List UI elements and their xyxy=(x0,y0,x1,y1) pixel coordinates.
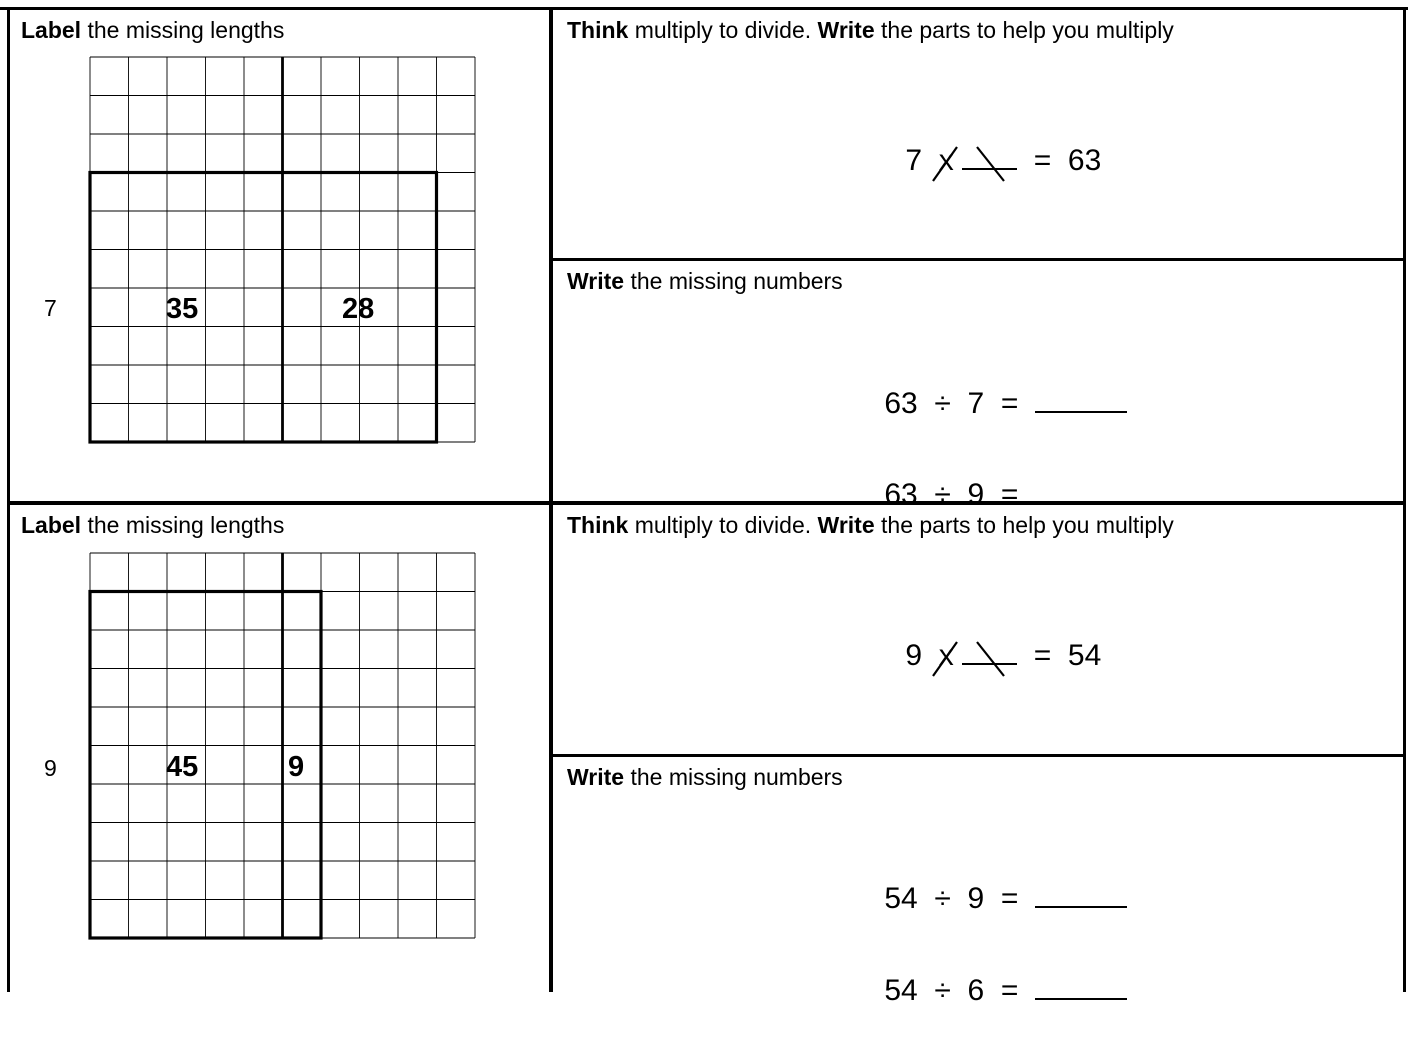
divide-sign: ÷ xyxy=(934,974,951,1007)
instruction-keyword: Write xyxy=(817,17,875,43)
divide-sign: ÷ xyxy=(934,478,951,511)
instruction-keyword: Label xyxy=(21,512,82,538)
area-model-grid: 45 9 xyxy=(88,552,476,940)
equals-sign: = xyxy=(1000,882,1019,915)
worksheet: Label the missing lengths 7 35 28 Think … xyxy=(0,7,1408,1007)
multiplication-equation: 9 x = 54 xyxy=(872,602,1101,710)
area-rectangle xyxy=(88,170,439,444)
divisor: 9 xyxy=(967,882,985,915)
divide-sign: ÷ xyxy=(934,387,951,420)
grid-marks xyxy=(88,553,323,940)
row-divider xyxy=(7,501,1406,505)
number-bond-branches xyxy=(932,146,1005,182)
number-bond-instruction: Think multiply to divide. Write the part… xyxy=(567,16,1174,44)
answer-blank[interactable] xyxy=(962,663,1018,665)
instruction-keyword: Write xyxy=(817,512,875,538)
right-divider-top xyxy=(551,258,1406,261)
dividend: 54 xyxy=(884,974,918,1007)
answer-blank[interactable] xyxy=(1035,502,1128,504)
equals-sign: = xyxy=(1033,639,1052,672)
instruction-text: multiply to divide. xyxy=(628,17,818,43)
missing-numbers-instruction: Write the missing numbers xyxy=(567,763,843,791)
instruction-text: the parts to help you multiply xyxy=(874,512,1174,538)
equals-sign: = xyxy=(1000,387,1019,420)
side-length-label: 7 xyxy=(44,295,57,321)
area-model-instruction: Label the missing lengths xyxy=(21,16,284,44)
area-model-instruction: Label the missing lengths xyxy=(21,511,284,539)
answer-blank[interactable] xyxy=(962,168,1018,170)
region-value-right: 28 xyxy=(342,293,374,325)
region-value-left: 45 xyxy=(166,751,198,783)
divisor: 9 xyxy=(967,478,985,511)
instruction-text: the missing numbers xyxy=(624,764,843,790)
instruction-keyword: Write xyxy=(567,268,625,294)
area-rectangle xyxy=(88,589,323,940)
equals-sign: = xyxy=(1000,478,1019,511)
right-divider-bottom xyxy=(551,754,1406,757)
product: 63 xyxy=(1067,144,1102,177)
frame-left xyxy=(7,7,10,992)
equals-sign: = xyxy=(1033,144,1052,177)
grid-marks xyxy=(88,57,439,444)
instruction-text: the missing numbers xyxy=(624,268,843,294)
instruction-keyword: Think xyxy=(567,512,629,538)
side-length-label: 9 xyxy=(44,755,57,781)
instruction-keyword: Label xyxy=(21,17,82,43)
column-divider xyxy=(549,7,553,992)
missing-numbers-instruction: Write the missing numbers xyxy=(567,267,843,295)
instruction-text: multiply to divide. xyxy=(628,512,818,538)
division-equation: 54 ÷ 9 = xyxy=(851,845,1128,953)
instruction-keyword: Think xyxy=(567,17,629,43)
frame-right xyxy=(1403,7,1406,992)
answer-blank[interactable] xyxy=(1035,906,1128,908)
dividend: 54 xyxy=(884,882,918,915)
division-equation: 63 ÷ 9 = xyxy=(851,441,1128,549)
divide-sign: ÷ xyxy=(934,882,951,915)
number-bond-instruction: Think multiply to divide. Write the part… xyxy=(567,511,1174,539)
product: 54 xyxy=(1067,639,1102,672)
frame-top xyxy=(0,7,1408,10)
equals-sign: = xyxy=(1000,974,1019,1007)
divisor: 6 xyxy=(967,974,985,1007)
instruction-text: the missing lengths xyxy=(81,512,285,538)
answer-blank[interactable] xyxy=(1035,998,1128,1000)
area-model-grid: 35 28 xyxy=(88,56,476,444)
instruction-text: the parts to help you multiply xyxy=(874,17,1174,43)
number-bond-branches xyxy=(932,641,1005,677)
answer-blank[interactable] xyxy=(1035,411,1128,413)
division-equation: 63 ÷ 7 = xyxy=(851,350,1128,458)
dividend: 63 xyxy=(884,387,918,420)
division-equation: 54 ÷ 6 = xyxy=(851,937,1128,1045)
divisor: 7 xyxy=(967,387,985,420)
dividend: 63 xyxy=(884,478,918,511)
instruction-keyword: Write xyxy=(567,764,625,790)
instruction-text: the missing lengths xyxy=(81,17,285,43)
region-value-right: 9 xyxy=(288,751,304,783)
factor: 7 xyxy=(905,144,923,177)
factor: 9 xyxy=(905,639,923,672)
region-value-left: 35 xyxy=(166,293,198,325)
